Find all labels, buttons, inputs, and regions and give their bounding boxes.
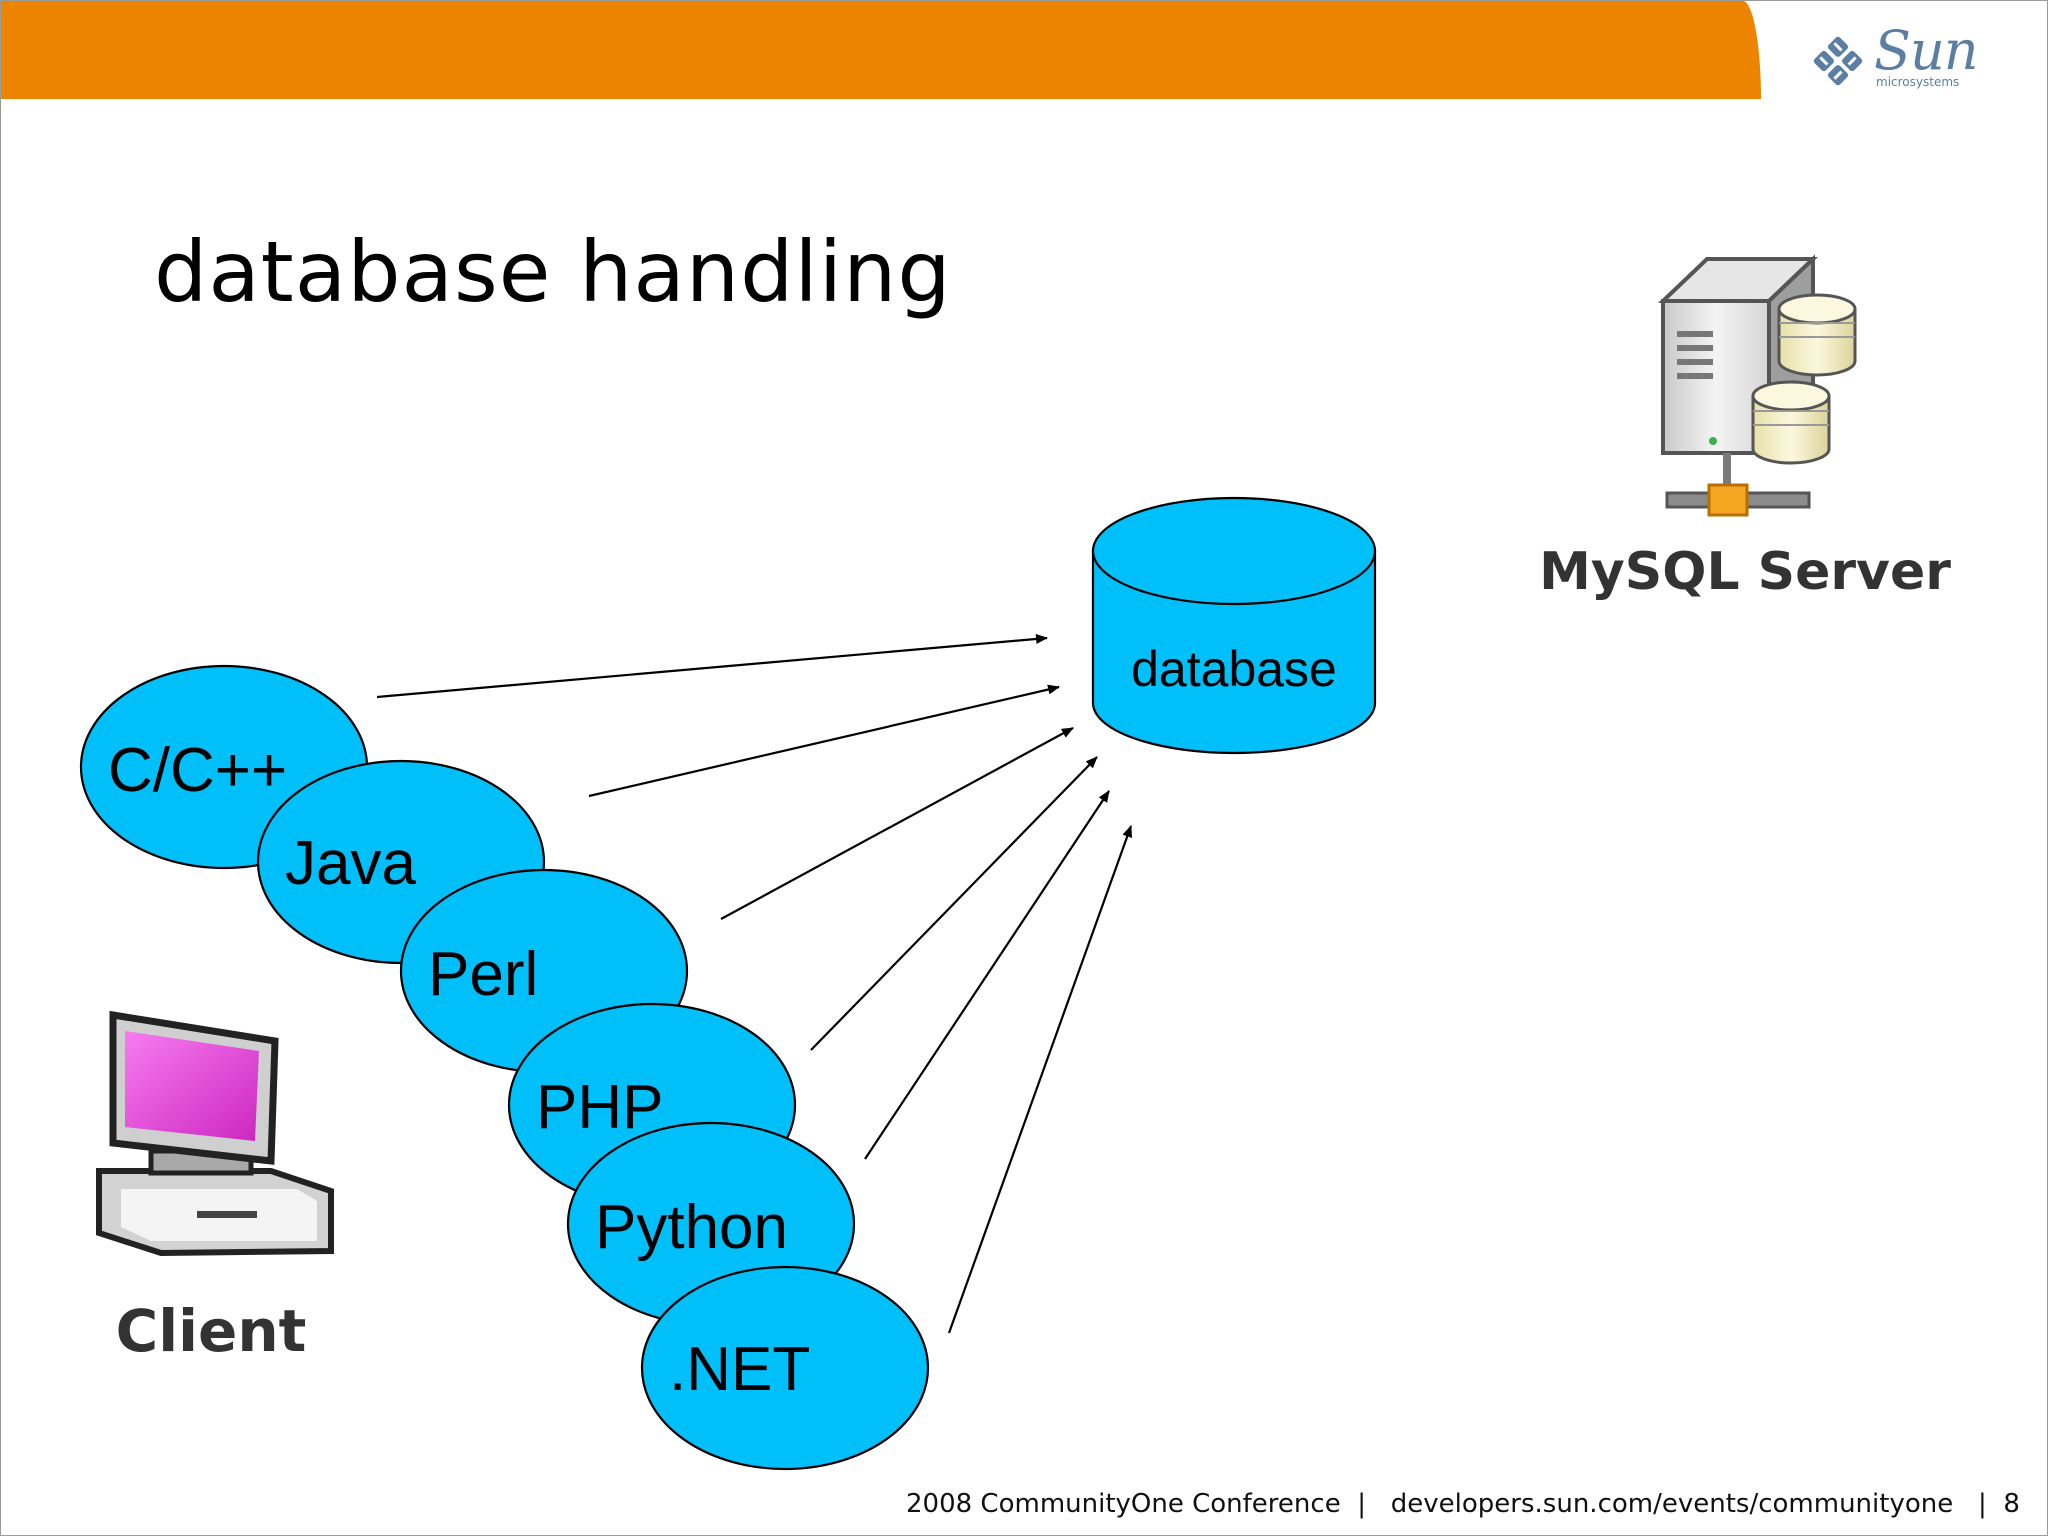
footer-page-number: 8 — [2003, 1489, 2020, 1519]
sun-logo: Sun microsystems — [1806, 19, 2016, 99]
footer-conference: 2008 CommunityOne Conference — [906, 1489, 1341, 1519]
footer-separator: | — [1357, 1489, 1366, 1519]
client-computer-icon: Client — [96, 1010, 334, 1365]
sun-logo-subtitle: microsystems — [1876, 75, 1960, 89]
language-label-java: Java — [285, 829, 416, 898]
arrow-dotnet-to-database — [947, 825, 1133, 1334]
language-label-dotnet: .NET — [669, 1335, 810, 1404]
arrow-java-to-database — [588, 684, 1060, 798]
footer-url: developers.sun.com/events/communityone — [1390, 1489, 1954, 1519]
mysql-server-icon: MySQL Server — [1539, 254, 1951, 602]
language-label-perl: Perl — [428, 940, 538, 1009]
arrow-perl-to-database — [720, 727, 1074, 920]
language-bubble-dotnet: .NET — [640, 1265, 930, 1471]
database-stack-icon — [1751, 293, 1857, 465]
arrow-php-to-database — [810, 756, 1098, 1051]
footer-separator: | — [1978, 1489, 1987, 1519]
sun-logo-text: Sun — [1874, 19, 1979, 82]
slide-footer: 2008 CommunityOne Conference | developer… — [906, 1489, 2020, 1519]
arrow-python-to-database — [864, 790, 1110, 1160]
database-cylinder: database — [1091, 496, 1377, 755]
slide-title: database handling — [154, 223, 952, 321]
sun-logo-icon — [1809, 32, 1867, 90]
client-label: Client — [116, 1297, 307, 1365]
header-banner — [1, 1, 1761, 99]
language-label-php: PHP — [536, 1073, 663, 1142]
language-label-python: Python — [595, 1193, 788, 1262]
language-label-cpp: C/C++ — [108, 736, 287, 805]
arrow-cpp-to-database — [376, 633, 1048, 699]
mysql-server-label: MySQL Server — [1539, 542, 1951, 602]
database-label: database — [1131, 641, 1337, 697]
